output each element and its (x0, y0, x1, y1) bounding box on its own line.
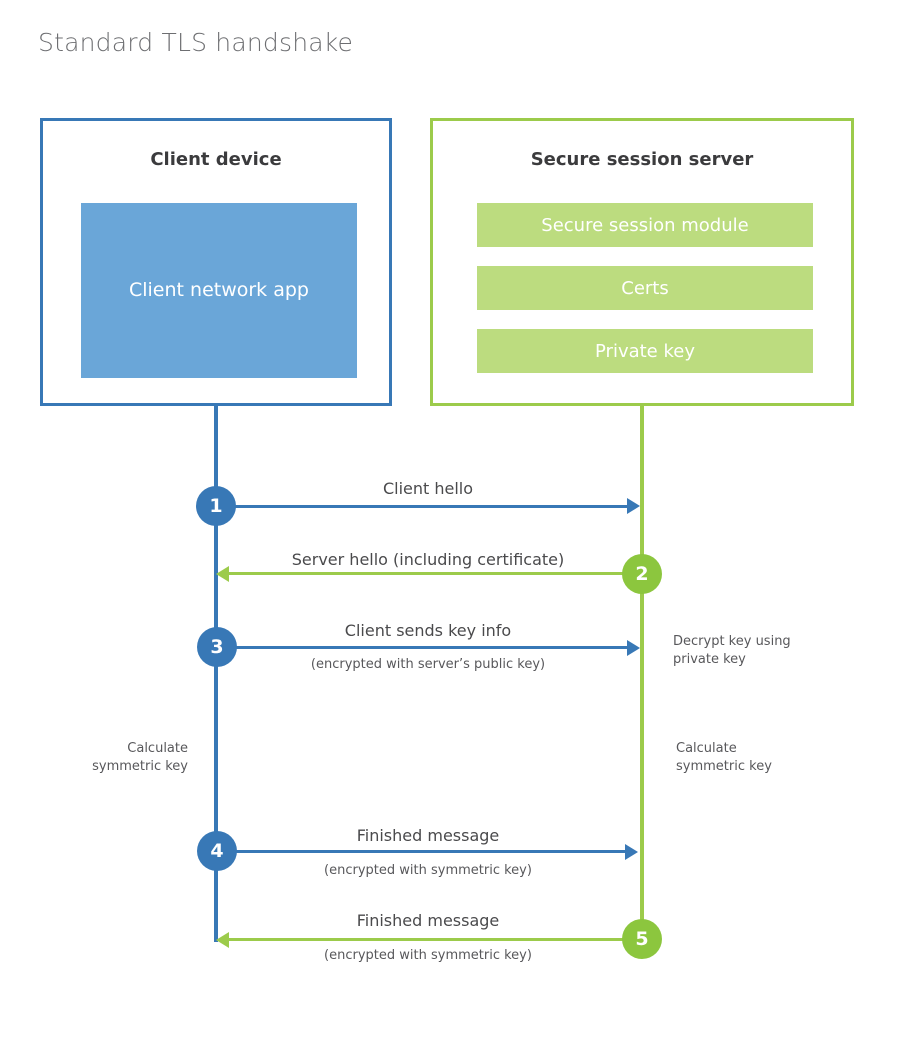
step-4-arrow-line (216, 850, 625, 853)
step-5-sublabel: (encrypted with symmetric key) (324, 948, 532, 963)
step-2-label: Server hello (including certificate) (291, 550, 565, 569)
step-2-circle: 2 (622, 554, 662, 594)
step-5-arrow-line (229, 938, 642, 941)
step-3-sublabel: (encrypted with server’s public key) (310, 657, 546, 672)
client-device-box: Client device Client network app (40, 118, 392, 406)
server-module-private-key: Private key (477, 329, 813, 373)
step-2-arrow-line (229, 572, 642, 575)
step-5-label: Finished message (356, 911, 500, 930)
step-4-label: Finished message (356, 826, 500, 845)
step-5-arrow-head-icon (216, 932, 229, 948)
note-decrypt-key: Decrypt key using private key (673, 634, 791, 667)
step-5-circle: 5 (622, 919, 662, 959)
step-4-circle: 4 (197, 831, 237, 871)
client-lifeline (214, 404, 218, 942)
step-3-circle: 3 (197, 627, 237, 667)
step-4-arrow-head-icon (625, 844, 638, 860)
step-1-arrow-line (216, 505, 627, 508)
secure-session-server-box: Secure session server Secure session mod… (430, 118, 854, 406)
server-module-certs: Certs (477, 266, 813, 310)
server-module-secure-session-module: Secure session module (477, 203, 813, 247)
page-title: Standard TLS handshake (38, 28, 354, 57)
step-3-arrow-head-icon (627, 640, 640, 656)
step-1-label: Client hello (382, 479, 474, 498)
client-device-title: Client device (150, 149, 282, 170)
step-4-sublabel: (encrypted with symmetric key) (324, 863, 532, 878)
step-3-label: Client sends key info (344, 621, 512, 640)
server-lifeline (640, 404, 644, 940)
note-calculate-symmetric-key-server: Calculate symmetric key (676, 741, 772, 774)
step-3-arrow-line (216, 646, 627, 649)
note-calculate-symmetric-key-client: Calculate symmetric key (92, 741, 188, 774)
secure-session-server-title: Secure session server (530, 149, 754, 170)
client-network-app-block: Client network app (81, 203, 357, 378)
step-1-arrow-head-icon (627, 498, 640, 514)
step-1-circle: 1 (196, 486, 236, 526)
step-2-arrow-head-icon (216, 566, 229, 582)
